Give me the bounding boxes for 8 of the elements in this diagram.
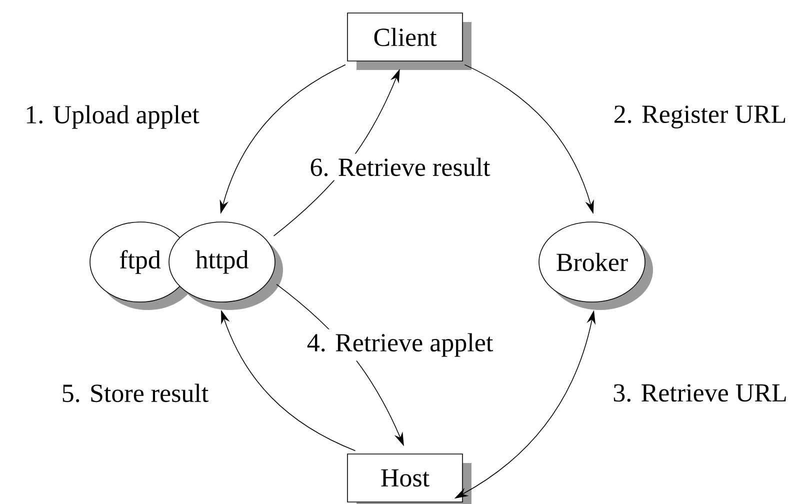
- edge-label: 6. Retrieve result: [306, 154, 494, 180]
- edge-label: 3. Retrieve URL: [608, 380, 792, 406]
- edge-label: 1. Upload applet: [20, 101, 204, 133]
- edge-label: 2. Register URL: [609, 102, 791, 132]
- edge-label: 4. Retrieve applet: [302, 329, 498, 361]
- process-box: Client: [347, 12, 472, 70]
- process-box: Host: [347, 454, 472, 504]
- edge-label: 5. Store result: [57, 380, 213, 406]
